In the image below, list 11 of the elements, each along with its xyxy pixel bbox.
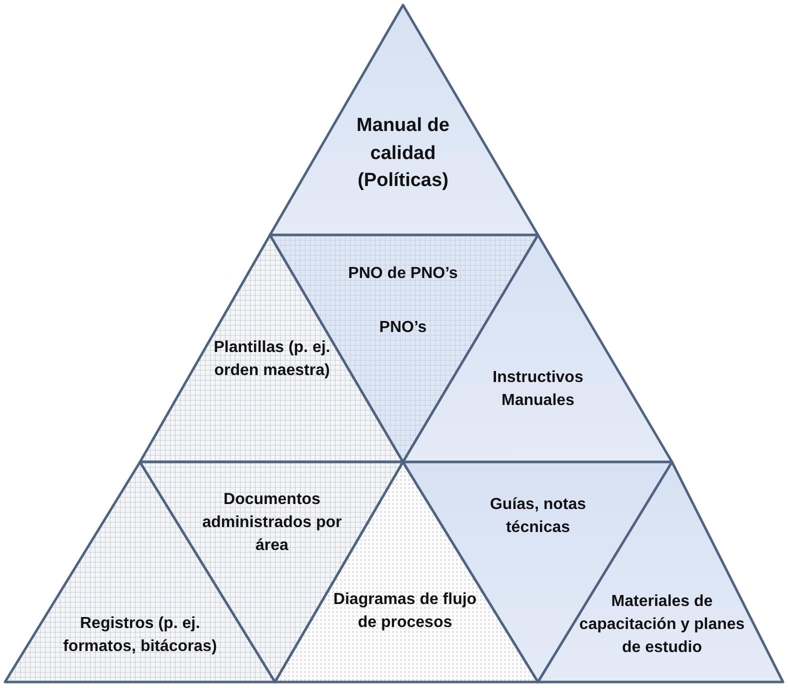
segment-label: Instructivos Manuales [492,368,584,412]
segment-label: Manual de calidad (Políticas) [356,114,450,194]
segment-label: PNO’s [378,318,428,338]
segment-label: Registros (p. ej. formatos, bitácoras) [62,614,218,658]
segment-label: PNO de PNO’s [347,264,459,284]
segment-label: Guías, notas técnicas [488,495,588,538]
segment-label: Documentos administrados por área [201,490,343,556]
segment-label: Plantillas (p. ej. orden maestra) [212,338,332,382]
segment-label: Materiales de capacitación y planes de estudio [578,592,746,658]
segment-label: Diagramas de flujo de procesos [332,590,478,634]
pyramid-segment [270,5,538,235]
